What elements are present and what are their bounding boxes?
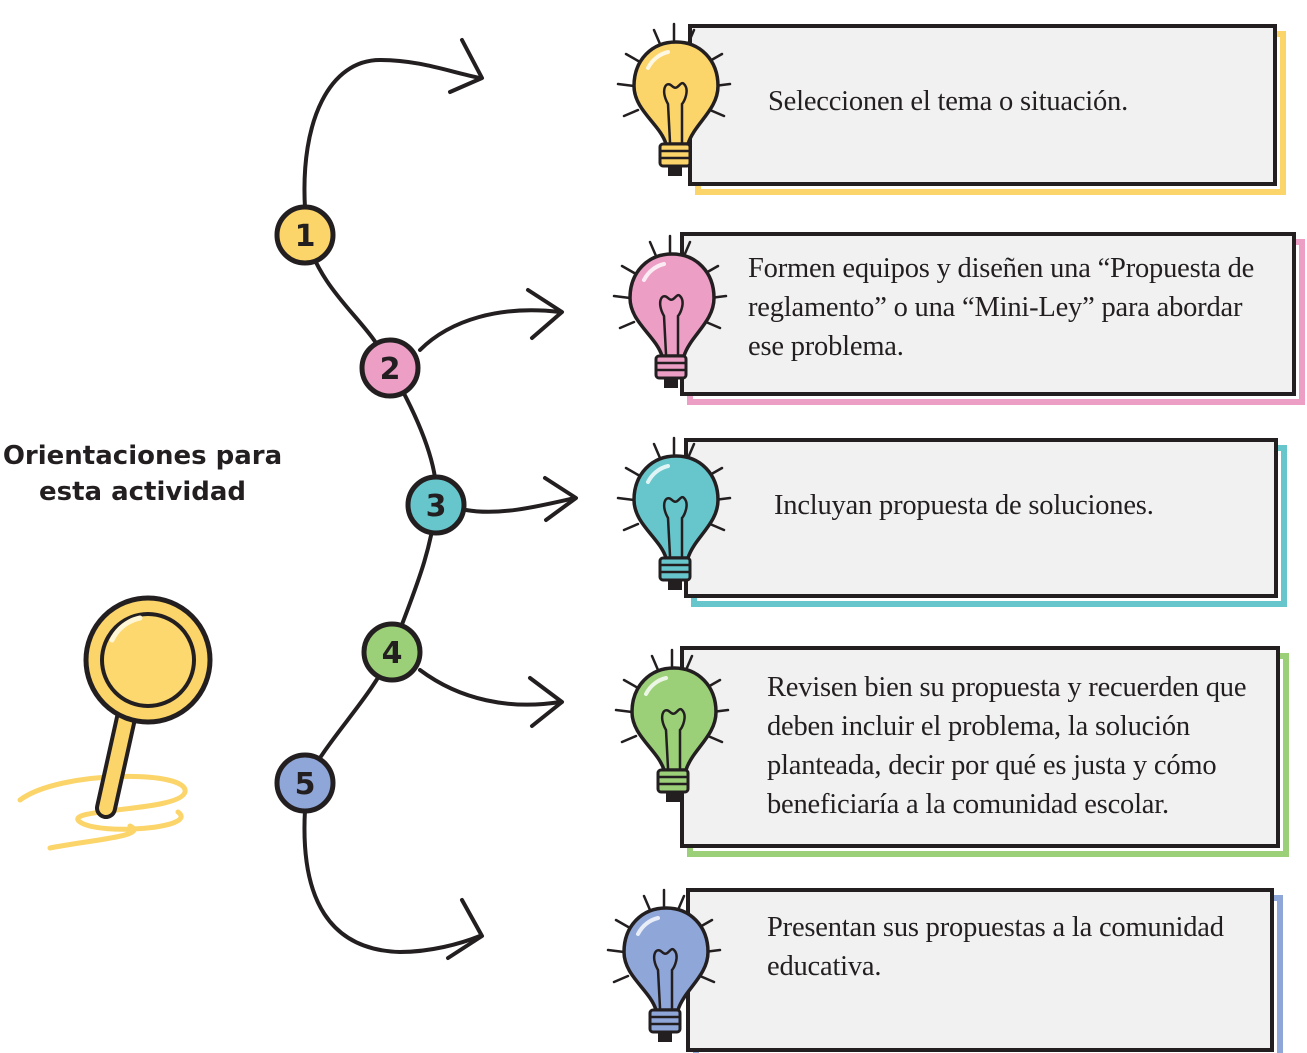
- step-4-number-badge: 4: [361, 621, 423, 683]
- step-1-number: 1: [295, 219, 316, 254]
- step-5-text: Presentan sus propuestas a la comunidad …: [767, 912, 1224, 982]
- step-3-number-badge: 3: [405, 474, 467, 536]
- step-3-text: Incluyan propuesta de soluciones.: [774, 490, 1154, 521]
- heading-line-1: Orientaciones para: [2, 441, 283, 471]
- step-4-card: [680, 646, 1289, 857]
- arrow-icon: [418, 288, 564, 352]
- arrow-icon: [418, 668, 564, 728]
- step-1-number-badge: 1: [274, 204, 336, 266]
- magnifying-glass-icon: [17, 595, 213, 851]
- lightbulb-icon: [616, 436, 732, 590]
- activity-heading: Orientaciones para esta actividad: [0, 438, 285, 510]
- step-1-text: Seleccionen el tema o situación.: [768, 86, 1129, 117]
- arrow-icon: [464, 476, 578, 522]
- step-4-text: Revisen bien su propuesta y recuerden qu…: [767, 672, 1247, 820]
- step-5-number: 5: [295, 767, 316, 802]
- lightbulb-icon: [606, 888, 722, 1042]
- step-2-number-badge: 2: [359, 337, 421, 399]
- arrow-icon: [302, 808, 484, 960]
- lightbulb-icon: [616, 22, 732, 176]
- step-2-number: 2: [380, 352, 401, 387]
- step-2-card: [680, 232, 1305, 405]
- heading-line-2: esta actividad: [38, 477, 247, 507]
- lightbulb-icon: [614, 648, 730, 802]
- step-5-number-badge: 5: [274, 752, 336, 814]
- step-3-number: 3: [426, 489, 447, 524]
- arrow-icon: [302, 38, 484, 210]
- lightbulb-icon: [612, 234, 728, 388]
- step-4-number: 4: [382, 636, 403, 671]
- step-2-text: Formen equipos y diseñen una “Propuesta …: [748, 253, 1255, 362]
- step-1-card: [688, 24, 1286, 195]
- step-5-card: [686, 888, 1283, 1053]
